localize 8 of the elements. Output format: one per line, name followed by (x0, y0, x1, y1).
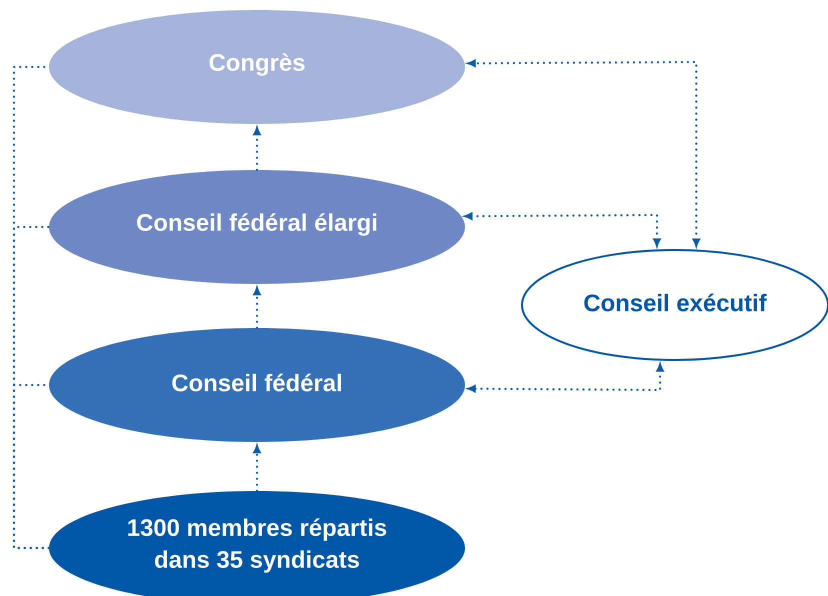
ellipse-node: Conseil fédéral élargi (49, 170, 465, 284)
ellipse-node: Congrès (49, 10, 465, 124)
dotted-arrow (253, 445, 261, 492)
dotted-arrow (468, 364, 664, 392)
dotted-arrow (253, 127, 261, 171)
dotted-arrow (253, 287, 261, 329)
dotted-line (12, 384, 50, 550)
ellipse-node: Conseil fédéral (49, 328, 465, 442)
